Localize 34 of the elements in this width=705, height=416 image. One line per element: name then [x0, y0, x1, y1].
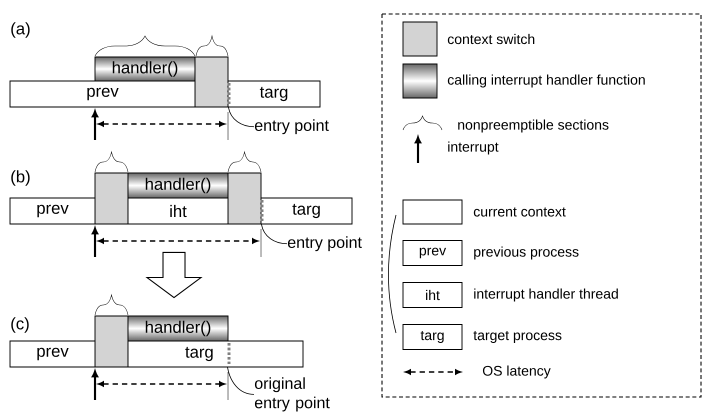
entry-point-label: entry point — [254, 119, 329, 134]
legend-text: context switch — [448, 34, 534, 44]
legend-text: OS latency — [482, 365, 551, 379]
leader-line — [228, 107, 254, 128]
legend-sample: targ — [402, 324, 462, 350]
legend-sample: iht — [402, 282, 462, 308]
legend-text: nonpreemptible sections — [458, 119, 608, 133]
context-switch-box — [94, 172, 128, 224]
legend-text: previous process — [474, 246, 579, 260]
legend-text: target process — [473, 331, 562, 343]
context-bar: iht — [128, 198, 228, 224]
handler-box: handler() — [94, 56, 196, 82]
context-switch-box — [94, 316, 128, 368]
handler-box: handler() — [128, 172, 228, 198]
entry-point-label: original entry point — [254, 377, 330, 412]
handler-box: handler() — [128, 316, 228, 342]
context-bar: prev — [10, 340, 96, 368]
context-bar: targ — [128, 340, 304, 368]
legend-text: calling interrupt handler function — [448, 74, 645, 88]
leader-line — [227, 367, 254, 395]
legend-sample: prev — [402, 240, 462, 266]
legend-text: interrupt — [448, 141, 499, 155]
panel-label: (a) — [11, 22, 30, 38]
context-bar: targ — [228, 80, 320, 108]
context-bar: prev — [10, 80, 196, 108]
context-switch-box — [228, 172, 262, 224]
legend-text: current context — [474, 207, 566, 217]
context-switch-box — [194, 56, 228, 108]
context-bar: targ — [260, 198, 352, 224]
legend-text: interrupt handler thread — [474, 288, 618, 302]
transition-arrow — [145, 252, 203, 298]
leader-line — [261, 224, 288, 244]
entry-point-label: entry point — [288, 236, 362, 252]
context-bar: prev — [10, 198, 96, 224]
